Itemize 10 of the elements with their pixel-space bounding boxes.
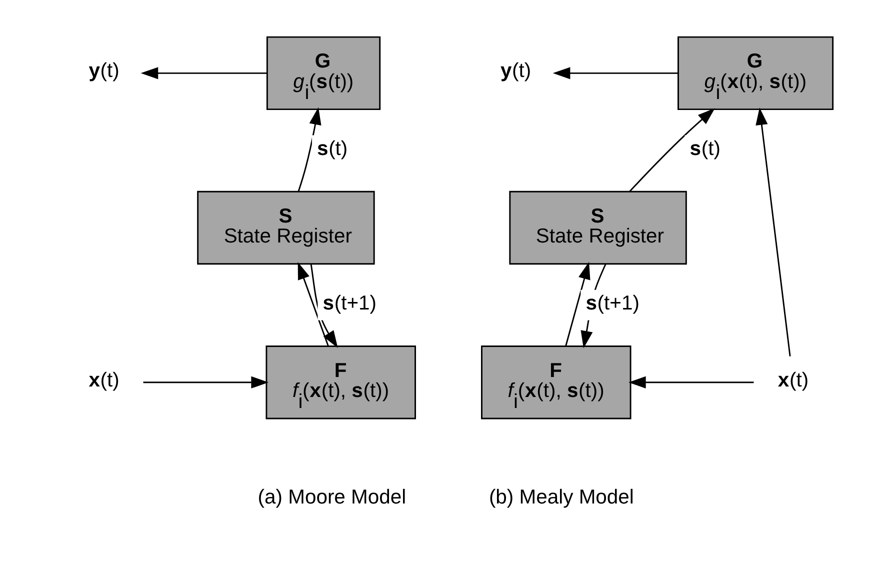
node-text: y(t) xyxy=(500,60,531,82)
edge-label: s(t+1) xyxy=(585,292,639,315)
node-text: x(t) xyxy=(88,369,119,392)
label: (b) Mealy Model xyxy=(488,486,634,508)
edge-label: s(t) xyxy=(689,138,720,160)
label: (a) Moore Model xyxy=(257,486,406,508)
node-text: x(t) xyxy=(777,369,808,392)
edge-label: s(t) xyxy=(316,138,348,160)
node-text: y(t) xyxy=(88,60,119,82)
edge-label: s(t+1) xyxy=(322,292,376,315)
